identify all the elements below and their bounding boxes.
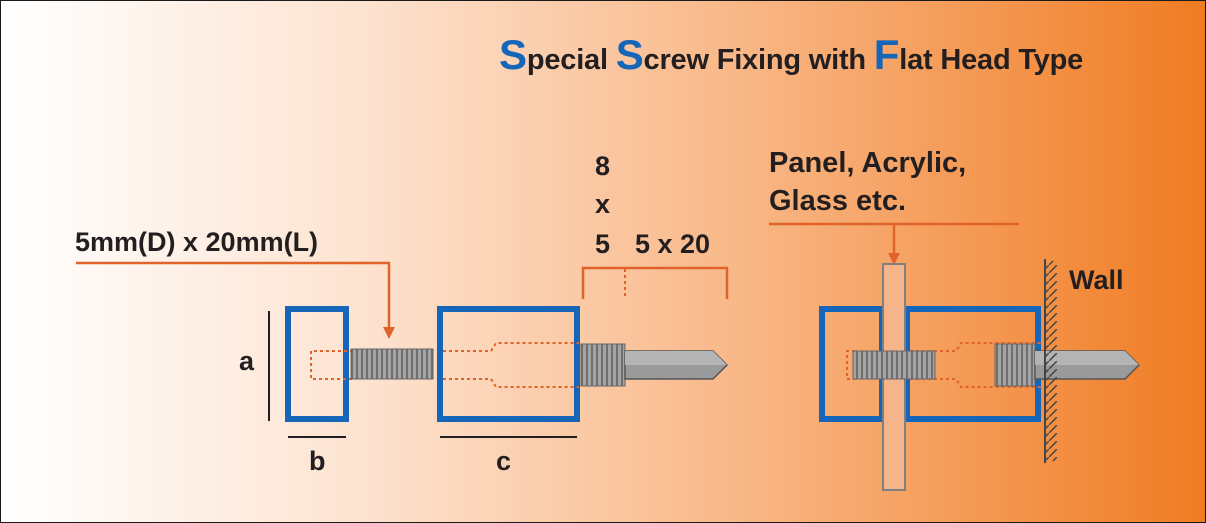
screw-size-label: 5 x 20 <box>635 229 711 259</box>
size-label-x: x <box>595 189 611 219</box>
assembly-screw <box>994 343 1141 387</box>
wall-label: Wall <box>1069 265 1124 295</box>
title-cap-s2: S <box>615 31 644 78</box>
assembly-stud <box>852 350 936 380</box>
dim-b-label: b <box>309 446 326 476</box>
barrel-part <box>437 306 580 422</box>
title-cap-f: F <box>873 31 900 78</box>
title-part-2: crew Fixing with <box>643 44 874 76</box>
size-label-5: 5 <box>595 229 611 259</box>
wall <box>1044 259 1057 463</box>
wall-screw <box>580 343 729 387</box>
panel-label-line1: Panel, Acrylic, <box>769 147 967 179</box>
threaded-stud <box>350 348 434 380</box>
title-part-3: lat Head Type <box>899 44 1084 76</box>
panel-label-line2: Glass etc. <box>769 185 907 217</box>
panel-leader <box>769 222 1019 265</box>
diagram-title: Special Screw Fixing with Flat Head Type <box>499 31 1159 79</box>
thread-size-label: 5mm(D) x 20mm(L) <box>75 227 319 257</box>
title-part-1: pecial <box>526 44 616 76</box>
dim-c-label: c <box>496 446 512 476</box>
size-bracket <box>581 266 729 299</box>
dim-a-label: a <box>239 346 255 376</box>
title-cap-s1: S <box>499 31 527 78</box>
size-label-8: 8 <box>595 151 611 181</box>
cap-part <box>285 306 353 422</box>
thread-leader <box>76 261 395 339</box>
